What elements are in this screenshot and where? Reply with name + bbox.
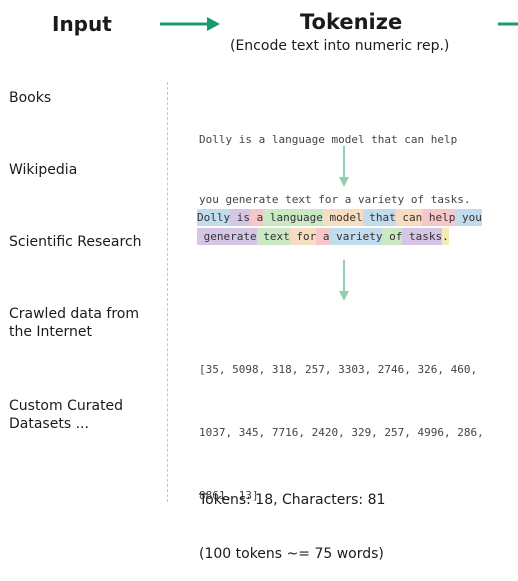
input-source-scientific-research: Scientific Research	[9, 234, 142, 250]
input-source-books: Books	[9, 90, 52, 106]
flow-arrows	[160, 17, 518, 31]
token-stats: Tokens: 18, Characters: 81 (100 tokens ~…	[199, 455, 385, 581]
token: a	[250, 209, 264, 226]
tokenize-subheader: (Encode text into numeric rep.)	[230, 38, 450, 54]
down-arrow-icon	[339, 146, 349, 187]
token-ids-block: [35, 5098, 318, 257, 3303, 2746, 326, 46…	[199, 317, 499, 527]
token: model	[322, 209, 363, 226]
column-divider	[167, 82, 168, 502]
token-ratio-text: (100 tokens ~= 75 words)	[199, 546, 384, 562]
token-ids-line: 8861, 13]	[199, 489, 259, 502]
token: variety	[329, 228, 383, 245]
token: language	[263, 209, 323, 226]
token: generate	[197, 228, 257, 245]
token: can	[395, 209, 423, 226]
raw-text-block: Dolly is a language model that can help …	[199, 90, 499, 230]
token: .	[442, 228, 449, 245]
token: is	[230, 209, 250, 226]
input-source-wikipedia: Wikipedia	[9, 162, 78, 178]
token-line-1: Dolly is a language model that can help …	[197, 208, 482, 228]
token: help	[422, 209, 456, 226]
token: that	[362, 209, 396, 226]
token: you	[455, 209, 482, 226]
token: tasks	[402, 228, 443, 245]
token-ids-line: [35, 5098, 318, 257, 3303, 2746, 326, 46…	[199, 363, 478, 376]
token: of	[382, 228, 403, 245]
tokenize-header: Tokenize	[300, 10, 403, 34]
token-line-2: generate text for a variety of tasks.	[197, 227, 449, 247]
right-arrow-icon	[160, 17, 220, 31]
token: for	[289, 228, 317, 245]
input-header: Input	[52, 12, 112, 36]
raw-text-line: you generate text for a variety of tasks…	[199, 193, 471, 206]
down-arrow-icon	[339, 260, 349, 301]
raw-text-line: Dolly is a language model that can help	[199, 133, 458, 146]
token-ids-line: 1037, 345, 7716, 2420, 329, 257, 4996, 2…	[199, 426, 484, 439]
token: a	[316, 228, 330, 245]
token: text	[256, 228, 290, 245]
token-count-text: Tokens: 18, Characters: 81	[199, 492, 386, 508]
input-source-crawled-data: Crawled data from the Internet	[9, 306, 139, 340]
input-source-custom-datasets: Custom Curated Datasets ...	[9, 398, 124, 432]
token: Dolly	[197, 209, 231, 226]
